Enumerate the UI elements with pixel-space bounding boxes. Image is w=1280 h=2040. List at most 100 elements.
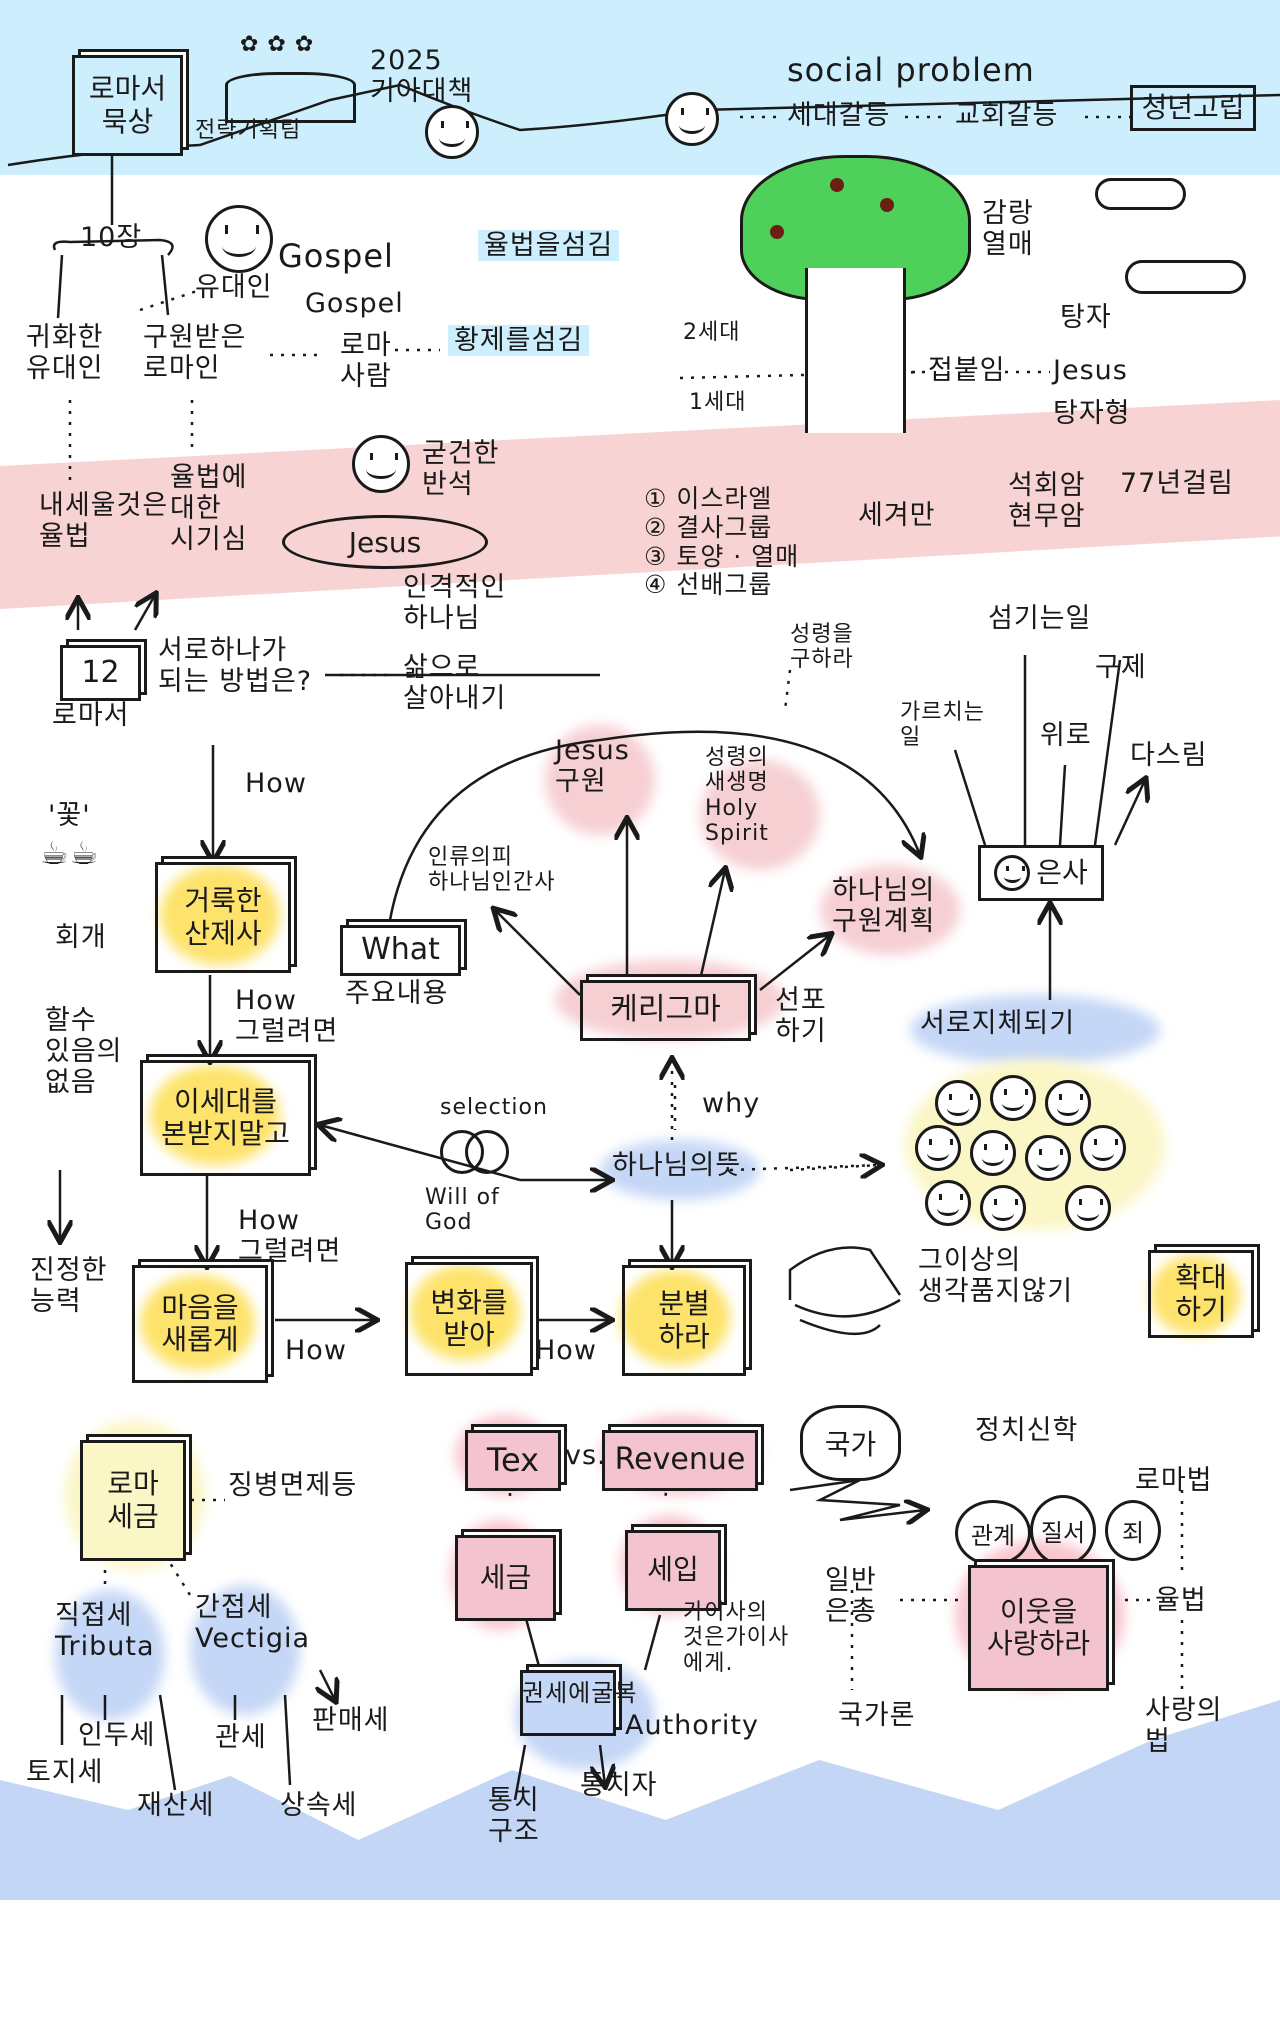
youth-isolation-box: 청년고립 xyxy=(1130,85,1256,131)
smiley-icon xyxy=(665,92,719,146)
flower-icons: ✿ ✿ ✿ xyxy=(240,32,315,57)
jesus-smiley-icon xyxy=(352,435,410,493)
arc-what-to-plan xyxy=(388,730,920,921)
main-content-label: 주요내용 xyxy=(345,978,449,1009)
social-problem-label: social problem xyxy=(787,51,1035,89)
holy-sacrifice-box: 거룩한 산제사 xyxy=(155,862,291,973)
jesus-salvation-label: Jesus 구원 xyxy=(555,735,630,798)
no-more-thought-label: 그이상의 생각품지않기 xyxy=(918,1245,1074,1308)
chapter-10-bracket xyxy=(52,238,174,319)
church-conflict-label: 교회갈등 xyxy=(955,100,1059,131)
fruit-icon xyxy=(830,178,844,192)
smiley-icon xyxy=(994,855,1031,891)
love-neighbor-box: 이웃을 사랑하라 xyxy=(968,1565,1109,1691)
serve-emperor-label: 황제를섬김 xyxy=(448,325,590,357)
selection-label: selection xyxy=(440,1095,548,1120)
what-box: What xyxy=(340,925,461,976)
group-item: ② 결사그룹 xyxy=(644,512,773,542)
political-theology-label: 정치신학 xyxy=(975,1415,1079,1446)
fruit-label: 감랑 열매 xyxy=(982,198,1034,261)
dotted-links xyxy=(68,115,1184,1690)
tax-box: 세금 xyxy=(455,1535,556,1621)
highlight-salvation-plan xyxy=(820,865,960,955)
gifts-box: 은사 xyxy=(978,845,1104,901)
chapter-10-label: 10장 xyxy=(80,222,143,253)
saved-romans-label: 구원받은 로마인 xyxy=(143,322,247,385)
why-label: why xyxy=(702,1088,761,1119)
romans-book-label: 로마서 xyxy=(52,700,130,731)
indirect-tax-label: 간접세 Vectigia xyxy=(195,1592,311,1655)
first-generation-label: 1세대 xyxy=(689,390,747,415)
serve-law-label: 율법을섬김 xyxy=(478,230,620,262)
arrows-tax-branches xyxy=(60,1669,335,1791)
group-item: ④ 선배그룹 xyxy=(644,570,773,600)
relation-circle: 관계 xyxy=(955,1500,1031,1566)
highlight-members xyxy=(910,995,1160,1065)
cake-stage-icon xyxy=(225,72,356,123)
smiley-cluster xyxy=(915,1070,1155,1231)
smiley-icon xyxy=(425,105,479,159)
comfort-label: 위로 xyxy=(1040,720,1092,751)
tree-jesus-label: Jesus xyxy=(1053,355,1128,386)
year-plan-label: 2025 기아대책 xyxy=(370,45,474,108)
gifts-label: 은사 xyxy=(1036,855,1088,889)
order-circle: 질서 xyxy=(1030,1495,1096,1566)
highlight-spirit-life xyxy=(700,760,820,870)
highlight-gods-will xyxy=(600,1140,760,1200)
true-power-label: 진정한 능력 xyxy=(30,1255,108,1318)
thought-drawing xyxy=(788,1246,902,1336)
personal-god-label: 인격적인 하나님 xyxy=(403,572,507,635)
graft-label: 접붙임 xyxy=(928,355,1006,386)
roman-tax-box: 로마 세금 xyxy=(80,1440,186,1561)
members-label: 서로지체되기 xyxy=(920,1008,1076,1039)
exemption-label: 징병면제등 xyxy=(228,1470,358,1501)
highlight-renew-mind xyxy=(140,1275,255,1370)
land-tax-label: 토지세 xyxy=(26,1757,104,1788)
submit-box xyxy=(520,1670,616,1736)
group-item: ③ 토양 · 열매 xyxy=(644,541,800,571)
prodigal-label: 탕자 xyxy=(1060,302,1112,333)
flower-label: '꽃' xyxy=(48,800,91,831)
relief-label: 구제 xyxy=(1095,652,1147,683)
arrow-to-jealous-law xyxy=(133,595,155,631)
prodigal-type-label: 탕자형 xyxy=(1053,398,1131,429)
expand-box: 확대 하기 xyxy=(1148,1250,1254,1338)
gospel-label-1: Gospel xyxy=(278,237,394,275)
arrow-nation-zigzag xyxy=(789,1478,925,1520)
governance-label: 통치 구조 xyxy=(488,1785,540,1848)
cloud-icon xyxy=(1095,178,1186,210)
proclaim-label: 선포 하기 xyxy=(775,985,827,1048)
authority-label: Authority xyxy=(625,1710,759,1741)
be-transformed-box: 변화를 받아 xyxy=(405,1262,533,1376)
history-label: 인류의피 하나님인간사 xyxy=(428,845,556,896)
law-label: 율법 xyxy=(1155,1585,1207,1616)
cloud-icon xyxy=(1125,260,1246,294)
arrows-gifts-out xyxy=(953,655,1145,846)
highlight-indirect-tax xyxy=(190,1585,300,1715)
not-conform-box: 이세대를 본받지말고 xyxy=(140,1060,311,1176)
renew-mind-box: 마음을 새롭게 xyxy=(132,1265,268,1383)
romans-meditation-box: 로마서 묵상 xyxy=(72,55,183,156)
highlight-expand xyxy=(1150,1255,1240,1335)
vs-label: vs. xyxy=(565,1440,607,1471)
sky-band xyxy=(0,0,1280,175)
spirit-life-label: 성령의 새생명 Holy Spirit xyxy=(705,745,769,846)
arrow-kerygma-to-spirit xyxy=(698,870,725,981)
tax-income-box: 세입 xyxy=(625,1530,721,1611)
highlight-transformed xyxy=(410,1265,520,1360)
how-label-4: How xyxy=(285,1335,347,1366)
arrows-to-submit xyxy=(513,1614,662,1800)
salvation-plan-label: 하나님의 구원계획 xyxy=(832,875,936,938)
roman-law-label: 로마법 xyxy=(1135,1465,1213,1496)
smiley-icon xyxy=(1025,1135,1071,1181)
highlight-kerygma xyxy=(555,960,785,1040)
smiley-icon xyxy=(935,1080,981,1126)
highlight-direct-tax xyxy=(55,1590,165,1720)
tree-trunk xyxy=(805,268,906,433)
smiley-icon xyxy=(1065,1185,1111,1231)
jew-smiley-icon xyxy=(205,205,273,273)
firm-rock-label: 굳건한 반석 xyxy=(422,438,500,501)
common-grace-label: 일반 은총 xyxy=(825,1565,877,1628)
live-out-label: 삶으로 살아내기 xyxy=(403,652,507,715)
